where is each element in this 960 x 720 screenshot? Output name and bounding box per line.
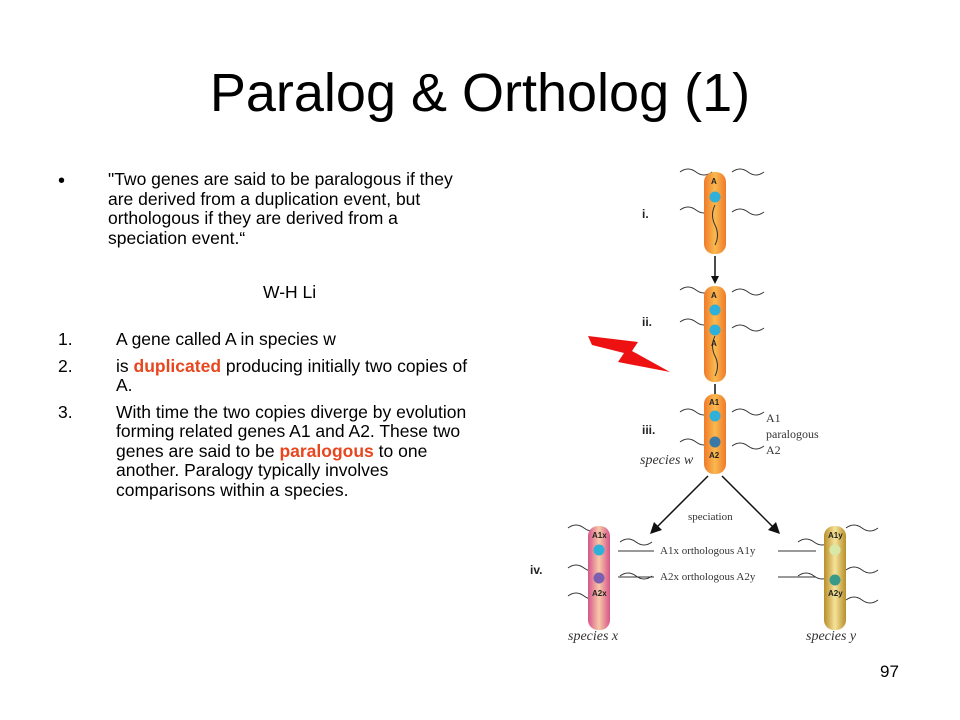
step-item: 1. A gene called A in species w xyxy=(58,329,478,350)
species-x-label: species x xyxy=(568,629,619,644)
highlighted-term: duplicated xyxy=(133,355,222,376)
step-item: 2. is duplicated producing initially two … xyxy=(58,355,478,396)
species-w-label: species w xyxy=(640,453,694,468)
definition-quote: "Two genes are said to be paralogous if … xyxy=(108,169,453,248)
step-text: producing initially two copies of A. xyxy=(116,355,468,395)
gene-a-label: A xyxy=(711,177,717,186)
gene-a-copy1-label: A xyxy=(711,291,717,300)
step-number: 2. xyxy=(58,355,73,376)
step-text: is xyxy=(116,355,134,376)
highlighted-term: paralogous xyxy=(279,440,374,461)
gene-a1x-label: A1x xyxy=(592,531,607,540)
speciation-label: speciation xyxy=(688,511,733,523)
gene-a2y-label: A2y xyxy=(828,589,843,598)
ortholog-a1-label: A1x orthologous A1y xyxy=(660,545,756,557)
bullet-dot: • xyxy=(58,170,66,192)
gene-evolution-figure: A i. A A ii. A1 A2 iii. A1 paralogous A2… xyxy=(530,168,879,644)
chromosome-stage-iii: A1 A2 xyxy=(679,394,765,474)
step-number: 3. xyxy=(58,401,73,422)
species-y-label: species y xyxy=(806,629,857,644)
chromosome-species-x: A1x A2x xyxy=(567,524,653,630)
gene-a-copy2-label: A xyxy=(711,339,717,348)
chromosome-stage-i: A xyxy=(679,168,765,254)
step-number: 1. xyxy=(58,329,73,349)
gene-a2-label: A2 xyxy=(709,451,720,460)
paralogous-note-a2: A2 xyxy=(766,443,781,457)
paralogous-note-a1: A1 xyxy=(766,411,781,425)
stage-iii-label: iii. xyxy=(642,423,655,437)
chromosome-stage-ii: A A xyxy=(679,286,765,382)
gene-a1y-label: A1y xyxy=(828,531,843,540)
page-number: 97 xyxy=(880,662,899,681)
step-item: 3. With time the two copies diverge by ev… xyxy=(58,401,478,501)
stage-ii-label: ii. xyxy=(642,315,652,329)
quote-author: W-H Li xyxy=(263,282,317,302)
arrow-down-icon xyxy=(711,276,719,284)
step-text: to one another. Paralogy typically invol… xyxy=(116,440,428,500)
step-text: With time the two copies diverge by evol… xyxy=(116,401,467,461)
arrow-diagonal-left-icon xyxy=(650,522,662,534)
stage-iv-label: iv. xyxy=(530,563,542,577)
arrow-diagonal-right-icon xyxy=(768,522,780,534)
stage-i-label: i. xyxy=(642,207,649,221)
gene-a1-label: A1 xyxy=(709,398,720,407)
steps-list: 1. A gene called A in species w 2. is dupli… xyxy=(58,329,478,507)
ortholog-a2-label: A2x orthologous A2y xyxy=(660,571,756,583)
slide-title: Paralog & Ortholog (1) xyxy=(209,63,751,123)
chromosome-species-y: A1y A2y xyxy=(797,524,879,630)
step-text: A gene called A in species w xyxy=(116,329,336,349)
gene-a2x-label: A2x xyxy=(592,589,607,598)
paralogous-note-text: paralogous xyxy=(766,427,819,441)
lightning-bolt-icon xyxy=(588,336,670,372)
